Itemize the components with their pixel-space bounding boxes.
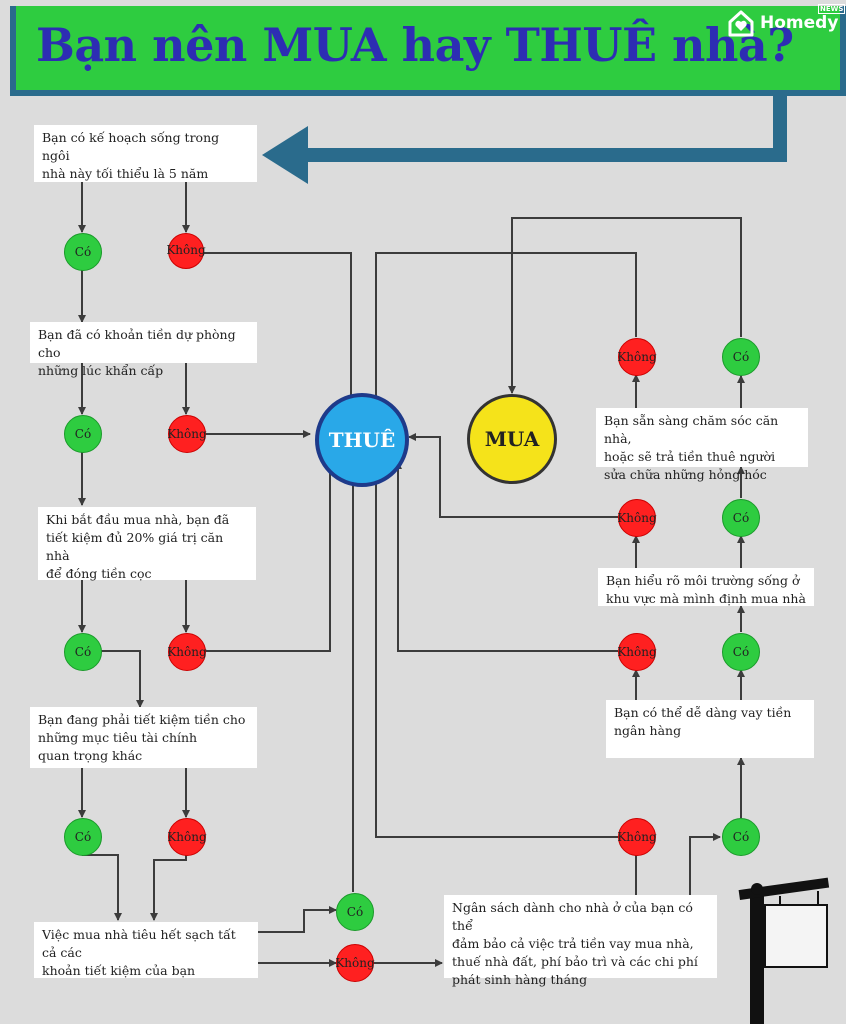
outcome-buy: MUA xyxy=(467,394,557,484)
outcome-rent: THUÊ xyxy=(315,393,409,487)
question-other-savings-goals: Bạn đang phải tiết kiệm tiền cho những m… xyxy=(30,707,257,768)
yes-node: Có xyxy=(64,818,102,856)
house-heart-icon xyxy=(728,10,754,37)
no-node: Không xyxy=(617,633,657,671)
header-banner xyxy=(10,6,846,96)
question-easy-bank-loan: Bạn có thể dễ dàng vay tiền ngân hàng xyxy=(606,700,814,758)
yes-node: Có xyxy=(64,415,102,453)
no-node: Không xyxy=(617,499,657,537)
yes-node: Có xyxy=(64,633,102,671)
question-housing-budget: Ngân sách dành cho nhà ở của bạn có thể … xyxy=(444,895,717,987)
entry-arrow-shaft xyxy=(300,96,787,162)
question-live-5-years: Bạn có kế hoạch sống trong ngôi nhà này … xyxy=(34,125,257,182)
entry-arrow-head xyxy=(262,126,308,184)
brand-tag: NEWS xyxy=(818,4,846,14)
no-node: Không xyxy=(617,818,657,856)
question-maintenance: Bạn sẵn sàng chăm sóc căn nhà, hoặc sẽ t… xyxy=(596,408,808,482)
brand-logo: Homedy NEWS xyxy=(726,4,846,40)
no-node: Không xyxy=(167,415,207,453)
no-node: Không xyxy=(166,233,206,269)
question-uses-all-savings: Việc mua nhà tiêu hết sạch tất cả các kh… xyxy=(34,922,258,978)
no-node: Không xyxy=(617,338,657,376)
question-deposit-20-percent: Khi bắt đầu mua nhà, bạn đã tiết kiệm đủ… xyxy=(38,507,256,581)
yes-node: Có xyxy=(722,633,760,671)
signpost-icon xyxy=(738,877,830,1024)
yes-node: Có xyxy=(722,338,760,376)
question-emergency-fund: Bạn đã có khoản tiền dự phòng cho những … xyxy=(30,322,257,378)
yes-node: Có xyxy=(64,233,102,271)
page-title: Bạn nên MUA hay THUÊ nhà? xyxy=(36,18,794,72)
no-node: Không xyxy=(167,818,207,856)
no-node: Không xyxy=(167,633,207,671)
brand-name: Homedy xyxy=(760,13,839,33)
question-know-neighborhood: Bạn hiểu rõ môi trường sống ở khu vực mà… xyxy=(598,568,814,606)
yes-node: Có xyxy=(722,818,760,856)
yes-node: Có xyxy=(722,499,760,537)
no-node: Không xyxy=(335,944,375,982)
yes-node: Có xyxy=(336,893,374,931)
